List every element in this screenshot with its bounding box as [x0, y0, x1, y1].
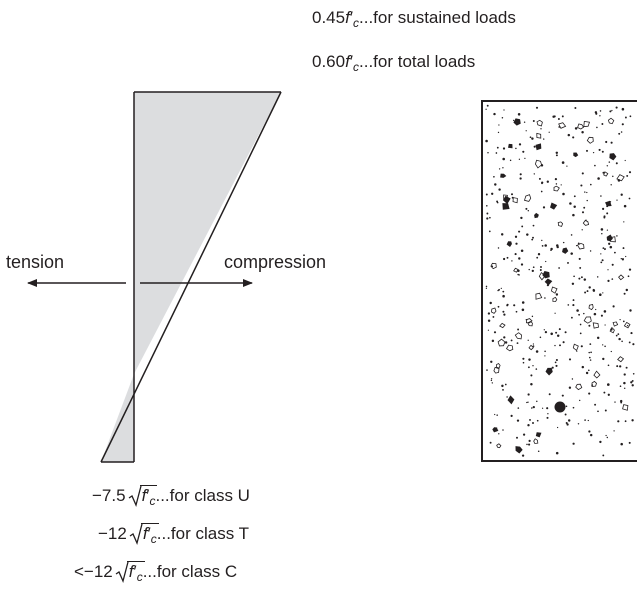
- tension-tip: [101, 374, 134, 462]
- sustained-loads-label: 0.45f′c...for sustained loads: [312, 8, 516, 30]
- stress-block: [134, 92, 281, 374]
- tension-label: tension: [6, 252, 65, 272]
- compression-label: compression: [224, 252, 327, 272]
- concrete-section: [481, 100, 637, 462]
- aggregate-speckles: [485, 104, 635, 457]
- tendon-dot: [554, 401, 566, 413]
- total-loads-label: 0.60f′c...for total loads: [312, 52, 476, 74]
- stress-line: [100, 91, 282, 463]
